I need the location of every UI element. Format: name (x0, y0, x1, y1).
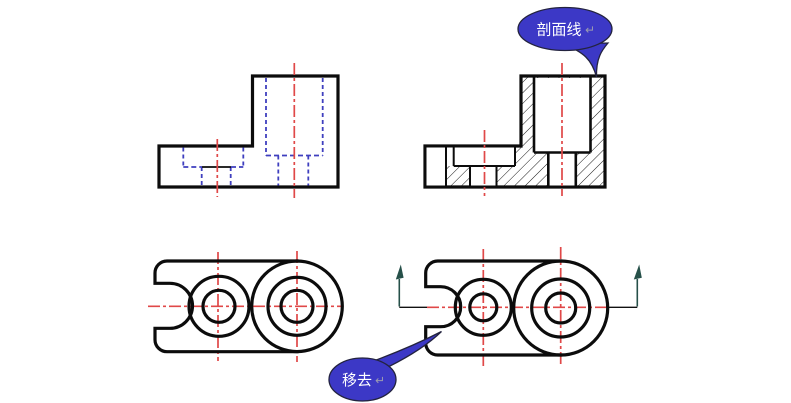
callout-bubble (517, 6, 613, 52)
section-lines-callout: 剖面线 ↵ (517, 6, 613, 78)
removed-callout: 移去 ↵ (328, 330, 442, 402)
callout-label: 剖面线 (536, 21, 581, 39)
right-hole-circle (279, 288, 315, 324)
left-hole-circle (201, 288, 237, 324)
left-hole-void (470, 166, 497, 186)
top-view-cutting-plane (395, 247, 642, 367)
part-outline-top-view-2 (424, 259, 563, 357)
left-hole-circle-2 (468, 292, 499, 323)
return-mark-icon: ↵ (585, 23, 595, 37)
section-view (423, 63, 607, 196)
right-boss-circle-2 (512, 259, 610, 357)
return-mark-icon-2: ↵ (375, 374, 385, 388)
right-boss-circle (250, 259, 344, 354)
left-counterbore-circle (187, 274, 251, 338)
part-outline-top-view (153, 259, 299, 354)
hidden-hole-lines-top-block (265, 78, 324, 186)
left-counterbore-void (446, 147, 514, 166)
view-direction-arrow-left-icon (395, 264, 404, 280)
callout-tail (562, 42, 610, 78)
bottom-hole-edges (547, 152, 578, 186)
right-counterbore-circle (266, 275, 328, 337)
front-view-hidden-lines (157, 63, 340, 198)
right-counterbore-circle-2 (530, 277, 592, 339)
right-hole-circle-2 (544, 291, 578, 325)
top-view (148, 251, 344, 362)
callout-label-2: 移去 (342, 371, 372, 389)
callout-bubble-2 (328, 357, 397, 402)
hidden-hole-lines-left (182, 147, 245, 186)
left-counterbore-circle-2 (453, 277, 513, 337)
part-outline (157, 74, 340, 189)
left-hole-edges (469, 166, 498, 186)
callout-tail-2 (369, 330, 442, 368)
notch-void (426, 147, 446, 186)
view-direction-arrow-right-icon (633, 264, 642, 280)
